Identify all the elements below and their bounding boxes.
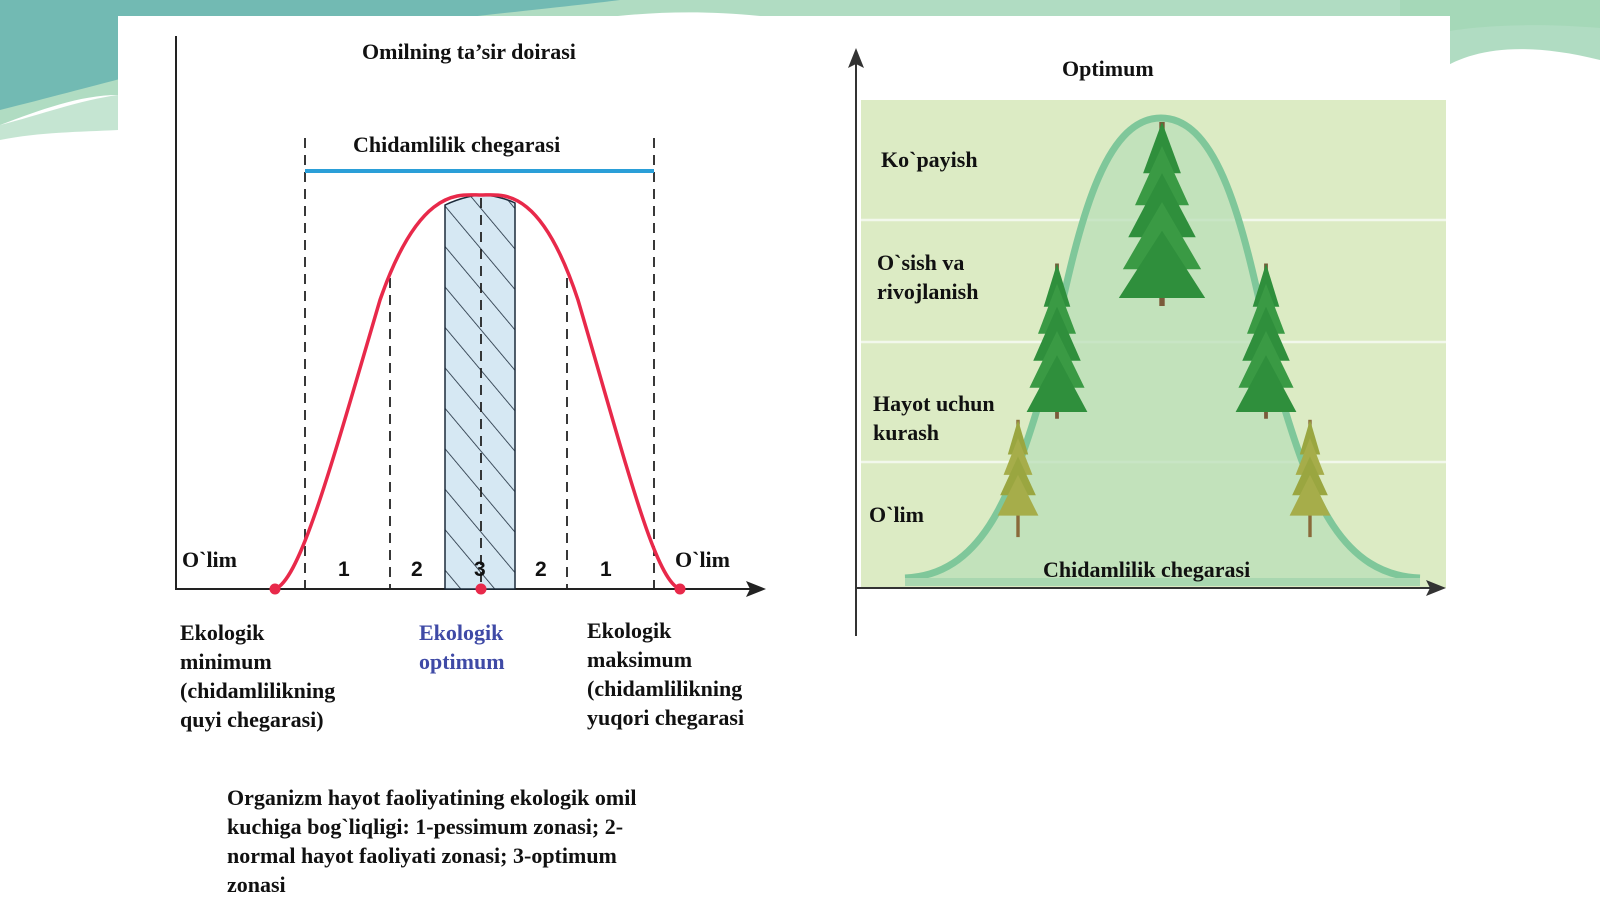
ecological-maximum-point (674, 583, 686, 595)
bottom-band (905, 578, 1420, 586)
right-y-axis-arrowhead (848, 48, 864, 68)
optimum-curve-area (905, 118, 1420, 578)
x-axis-arrowhead (746, 581, 766, 597)
band-label-growth: O`sish va rivojlanish (877, 250, 979, 304)
zone-number: 2 (535, 558, 547, 581)
band-label-struggle: Hayot uchun kurash (873, 391, 995, 445)
band-label-reproduction: Ko`payish (881, 147, 978, 172)
right-diagram-title: Optimum (1062, 56, 1154, 81)
tolerance-bell-curve (274, 193, 681, 591)
ecological-optimum-label: Ekologik optimum (419, 620, 505, 674)
right-x-axis-arrowhead (1426, 580, 1446, 596)
band-label-death: O`lim (869, 502, 924, 527)
zone-number: 2 (411, 558, 423, 581)
zone-number: 3 (474, 558, 486, 581)
death-label-right: O`lim (675, 547, 730, 572)
zone-number: 1 (600, 558, 612, 581)
zone-number: 1 (338, 558, 350, 581)
ecological-minimum-label: Ekologik minimum (chidamlilikning quyi c… (180, 620, 336, 732)
death-label-left: O`lim (182, 547, 237, 572)
ecological-optimum-point (475, 583, 487, 595)
ecological-minimum-point (269, 583, 281, 595)
figure-caption: Organizm hayot faoliyatining ekologik om… (227, 785, 637, 897)
right-tolerance-label: Chidamlilik chegarasi (1043, 557, 1251, 582)
left-diagram-title: Omilning ta’sir doirasi (362, 39, 576, 64)
tolerance-label: Chidamlilik chegarasi (353, 132, 561, 157)
ecological-maximum-label: Ekologik maksimum (chidamlilikning yuqor… (587, 618, 745, 730)
